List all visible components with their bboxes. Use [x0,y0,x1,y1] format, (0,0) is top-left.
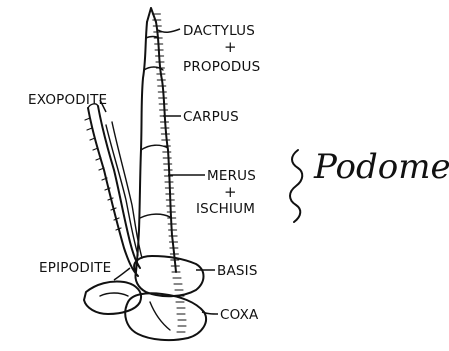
label-epipodite: EPIPODITE [39,260,111,276]
exopodite-branch [85,104,142,276]
handwritten-annotation: Podome [313,147,449,187]
label-ischium: ISCHIUM [196,201,255,217]
setae-marks [152,14,179,266]
coxa-segment [125,293,206,340]
label-merus: MERUS [207,168,256,184]
label-propodus: PROPODUS [183,59,260,75]
label-dactylus: DACTYLUS [183,23,255,39]
label-plus-1: + [224,38,237,56]
basis-segment [134,256,203,296]
label-exopodite: EXOPODITE [28,92,107,108]
label-coxa: COXA [220,307,259,323]
shaft-setae [152,14,179,266]
label-basis: BASIS [217,263,258,279]
label-plus-2: + [224,183,237,201]
podomere-brace [290,150,302,222]
label-carpus: CARPUS [183,109,239,125]
